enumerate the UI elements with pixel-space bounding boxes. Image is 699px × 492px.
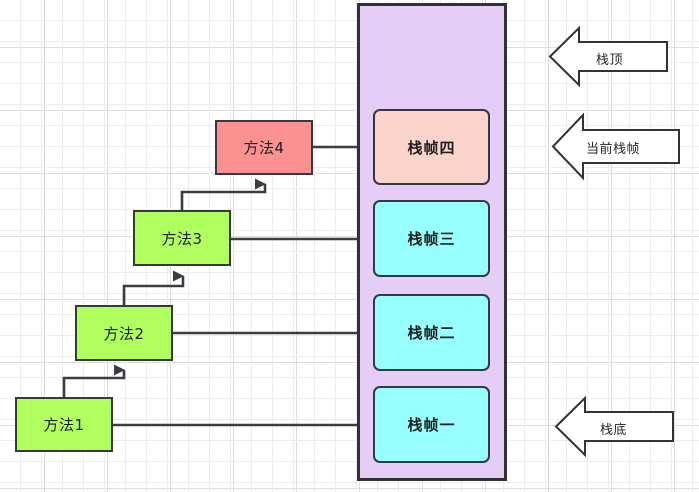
method-box-3-label: 方法3 [161,229,203,248]
annotation-arrow-current-frame [551,112,680,181]
stack-frame-four[interactable]: 栈帧四 [373,109,490,185]
stack-frame-two[interactable]: 栈帧二 [373,294,490,371]
stack-frame-one[interactable]: 栈帧一 [373,386,490,463]
method-box-2-label: 方法2 [103,324,145,343]
annotation-label-current-frame: 当前栈帧 [586,142,641,157]
annotation-arrow-stack-top [548,25,668,88]
stack-frame-one-label: 栈帧一 [407,416,456,434]
method-box-2[interactable]: 方法2 [75,305,173,361]
method-box-4[interactable]: 方法4 [215,120,313,175]
stack-frame-three[interactable]: 栈帧三 [373,200,490,277]
method-box-1[interactable]: 方法1 [15,397,113,452]
annotation-arrow-stack-bottom [554,395,674,458]
method-box-4-label: 方法4 [243,139,285,157]
connector-m3-to-m4 [180,178,267,210]
connector-m2-to-m3 [122,270,185,305]
method-box-3[interactable]: 方法3 [133,210,231,266]
stack-frame-three-label: 栈帧三 [407,230,456,248]
connector-m1-to-m2 [62,364,126,397]
annotation-label-stack-bottom: 栈底 [600,423,628,438]
stack-frame-four-label: 栈帧四 [407,138,456,157]
annotation-label-stack-top: 栈顶 [596,53,624,68]
method-box-1-label: 方法1 [43,416,85,434]
stack-frame-two-label: 栈帧二 [407,324,456,342]
